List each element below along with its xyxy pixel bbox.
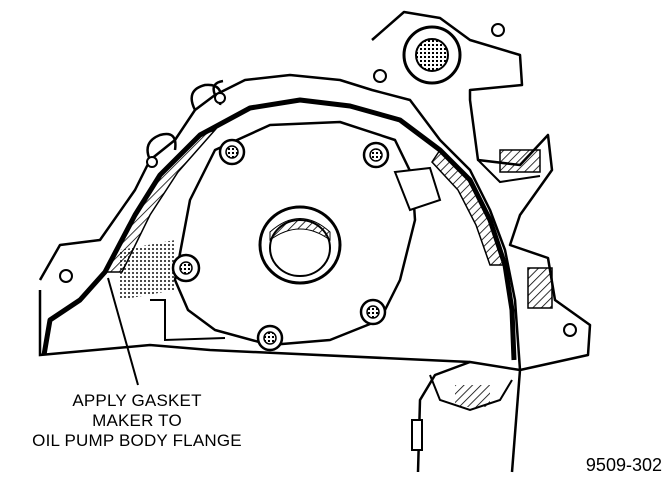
bolt-icon: [256, 324, 284, 352]
pump-cover-shading: [120, 240, 175, 300]
flange-hole-icon: [146, 156, 158, 168]
gasket-callout: APPLY GASKET MAKER TO OIL PUMP BODY FLAN…: [12, 391, 262, 451]
engine-block-outline: [371, 10, 592, 473]
hatched-rib: [499, 149, 541, 173]
pump-body-outer-edge: [38, 73, 522, 371]
drive-bore-shade: [269, 218, 331, 241]
flange-hole-icon: [59, 269, 73, 283]
callout-line-2: MAKER TO: [92, 411, 182, 430]
callout-line-1: APPLY GASKET: [72, 391, 202, 410]
bolt-icon: [359, 298, 387, 326]
lower-block: [429, 374, 513, 412]
block-lower-edge: [510, 369, 522, 473]
mount-hole-icon: [491, 23, 505, 37]
callout-leader-line: [107, 277, 139, 386]
mount-boss-inner: [415, 38, 449, 72]
lower-tab: [411, 419, 423, 451]
flange-hole-icon: [214, 92, 226, 104]
mount-hole-icon: [563, 323, 577, 337]
ledge-step: [150, 299, 226, 342]
bolt-icon: [362, 141, 390, 169]
bolt-icon: [171, 253, 201, 283]
block-rib: [477, 159, 541, 184]
flange-band-right: [431, 148, 507, 266]
mount-hole-icon: [373, 69, 387, 83]
lower-ledge: [38, 290, 471, 364]
lower-block-hatch: [455, 385, 490, 407]
hatched-tab: [527, 267, 553, 309]
slot-block: [393, 166, 442, 212]
bolt-icon: [218, 138, 246, 166]
callout-line-3: OIL PUMP BODY FLANGE: [32, 431, 242, 450]
figure-id: 9509-302: [585, 455, 662, 475]
